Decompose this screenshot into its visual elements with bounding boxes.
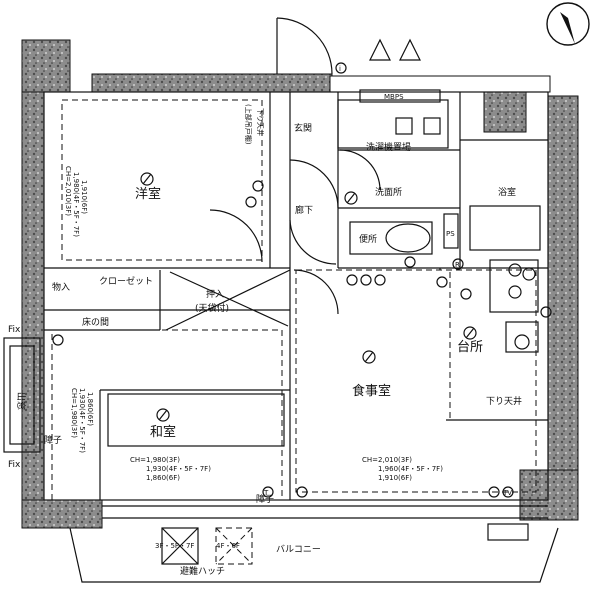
label-bathroom: 浴室 — [498, 186, 516, 198]
structure-lines — [43, 89, 549, 519]
label-bay-window: 出窓 — [15, 392, 27, 410]
ceiling-height-japanese-1: CH=1,980(3F) — [130, 456, 180, 464]
balcony — [69, 523, 559, 583]
fixtures — [52, 62, 552, 498]
label-washer-area: 洗濯機置場 — [366, 141, 411, 153]
label-lowered-ceiling: 下り天井 — [486, 395, 522, 407]
symbol-t: T — [263, 489, 269, 497]
label-entrance: 玄関 — [294, 122, 312, 134]
label-kitchen: 台所 — [457, 340, 483, 355]
label-japanese-room: 和室 — [150, 424, 176, 440]
label-closet: クローゼット — [99, 275, 153, 287]
ceiling-height-western-1: CH=2,010(3F) — [64, 166, 72, 216]
label-storage: 物入 — [52, 281, 70, 293]
label-hallway: 廊下 — [295, 204, 313, 216]
ceiling-height-japanese-side-3: 1,860(6F) — [86, 392, 94, 426]
label-shoji-bottom: 障子 — [256, 493, 274, 505]
ceiling-height-japanese-3: 1,860(6F) — [146, 474, 180, 482]
label-dining-room: 食事室 — [352, 383, 391, 399]
ceiling-height-dining-1: CH=2,010(3F) — [362, 456, 412, 464]
label-upper-cabinet-note: (上部吊戸棚) — [244, 104, 253, 145]
label-lowered-ceiling-note: 下り天井 — [256, 108, 265, 136]
label-ps: PS — [446, 230, 455, 238]
label-tenbukuro: (天袋付) — [195, 302, 229, 314]
ceiling-height-dining-2: 1,960(4F・5F・7F) — [378, 465, 443, 473]
ceiling-height-western-2: 1,980(4F・5F・7F) — [72, 172, 80, 237]
ceiling-height-japanese-side-2: 1,930(4F・5F・7F) — [78, 388, 86, 453]
door-arcs — [209, 17, 421, 315]
symbol-tv: TV — [502, 489, 512, 497]
ceiling-height-western-3: 1,910(6F) — [80, 180, 88, 214]
symbol-r: R — [455, 261, 460, 269]
label-western-room: 洋室 — [135, 186, 161, 202]
label-oshiire: 押入 — [206, 288, 224, 300]
label-balcony: バルコニー — [276, 544, 321, 555]
symbol-i: i — [339, 65, 341, 73]
label-hatch-floors-b: 4F・6F — [216, 542, 240, 550]
ceiling-height-japanese-side-1: CH=1,980(3F) — [70, 388, 78, 438]
compass-icon — [546, 2, 590, 46]
evacuation-hatch-icon — [161, 527, 253, 565]
label-washroom: 洗面所 — [375, 186, 402, 198]
label-shoji-left: 障子 — [44, 434, 62, 446]
label-fix-bottom: Fix — [8, 460, 21, 470]
room-markers — [140, 172, 477, 422]
label-mbps: MBPS — [384, 93, 404, 101]
bay-window — [3, 337, 41, 453]
label-hatch-floors-a: 3F・5F・7F — [155, 542, 194, 550]
label-tokonoma: 床の間 — [82, 316, 109, 328]
label-toilet: 便所 — [359, 233, 377, 245]
ceiling-height-dining-3: 1,910(6F) — [378, 474, 412, 482]
label-fix-top: Fix — [8, 325, 21, 335]
exterior-wall — [21, 39, 579, 529]
label-evacuation-hatch: 避難ハッチ — [180, 565, 225, 577]
ceiling-height-japanese-2: 1,930(4F・5F・7F) — [146, 465, 211, 473]
